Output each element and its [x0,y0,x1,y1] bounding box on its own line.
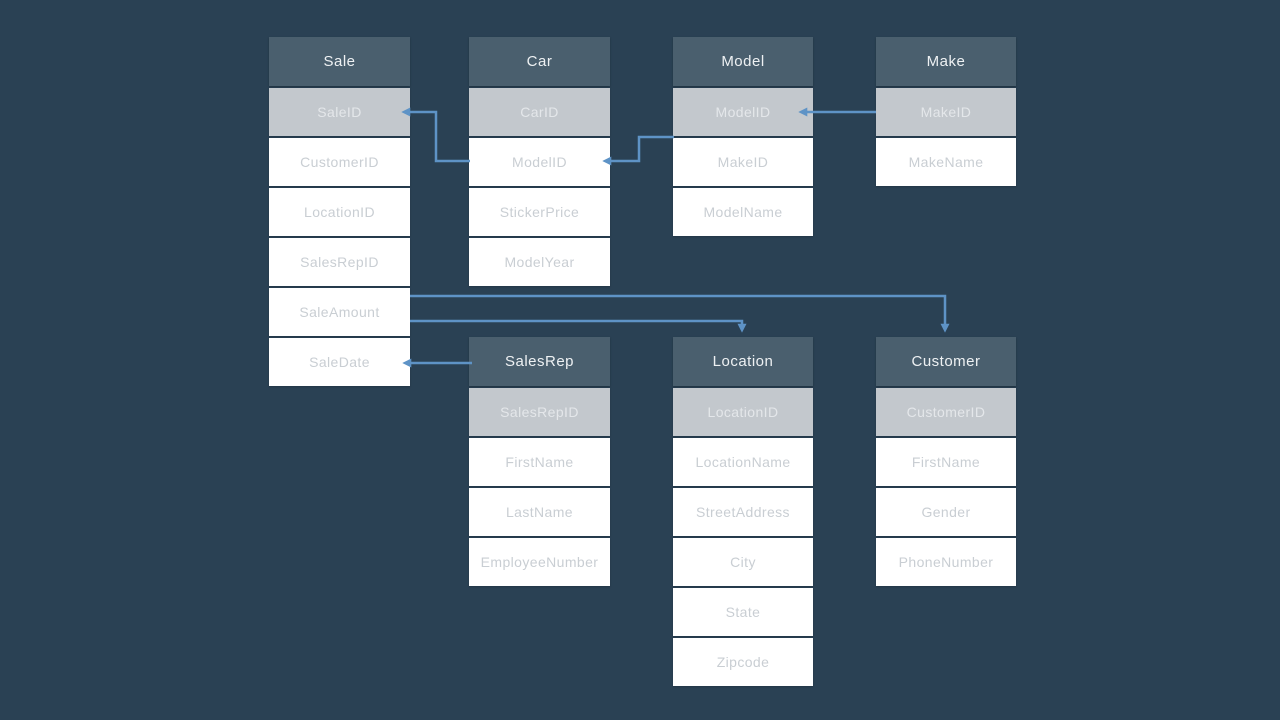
field-row: City [673,538,813,586]
table-salesrep: SalesRep SalesRepID FirstName LastName E… [469,337,610,588]
field-row: SaleAmount [269,288,410,336]
table-car: Car CarID ModelID StickerPrice ModelYear [469,37,610,288]
field-row: PhoneNumber [876,538,1016,586]
field-row: CustomerID [269,138,410,186]
field-row: Gender [876,488,1016,536]
table-sale-header: Sale [269,37,410,86]
field-row: LocationID [269,188,410,236]
table-sale: Sale SaleID CustomerID LocationID SalesR… [269,37,410,388]
field-row-key: SaleID [269,88,410,136]
field-row: EmployeeNumber [469,538,610,586]
field-row: SalesRepID [269,238,410,286]
field-row: Zipcode [673,638,813,686]
field-row-key: CarID [469,88,610,136]
table-location-header: Location [673,337,813,386]
connector-car-to-sale-saleid [401,107,470,163]
table-location: Location LocationID LocationName StreetA… [673,337,813,688]
field-row-key: ModelID [673,88,813,136]
table-car-header: Car [469,37,610,86]
table-model-header: Model [673,37,813,86]
field-row: ModelYear [469,238,610,286]
table-customer: Customer CustomerID FirstName Gender Pho… [876,337,1016,588]
field-row: ModelID [469,138,610,186]
field-row: SaleDate [269,338,410,386]
field-row-key: MakeID [876,88,1016,136]
table-salesrep-header: SalesRep [469,337,610,386]
table-make: Make MakeID MakeName [876,37,1016,188]
table-model: Model ModelID MakeID ModelName [673,37,813,238]
field-row: LastName [469,488,610,536]
field-row-key: SalesRepID [469,388,610,436]
field-row: StickerPrice [469,188,610,236]
field-row: FirstName [876,438,1016,486]
field-row: StreetAddress [673,488,813,536]
connector-model-to-car-modelid [602,135,674,166]
table-customer-header: Customer [876,337,1016,386]
connector-sale-saleamount-to-customer [410,294,950,333]
connector-sale-saleamount-to-location [410,319,747,333]
table-make-header: Make [876,37,1016,86]
field-row-key: CustomerID [876,388,1016,436]
field-row: MakeID [673,138,813,186]
field-row: MakeName [876,138,1016,186]
field-row: FirstName [469,438,610,486]
field-row-key: LocationID [673,388,813,436]
field-row: LocationName [673,438,813,486]
field-row: State [673,588,813,636]
field-row: ModelName [673,188,813,236]
